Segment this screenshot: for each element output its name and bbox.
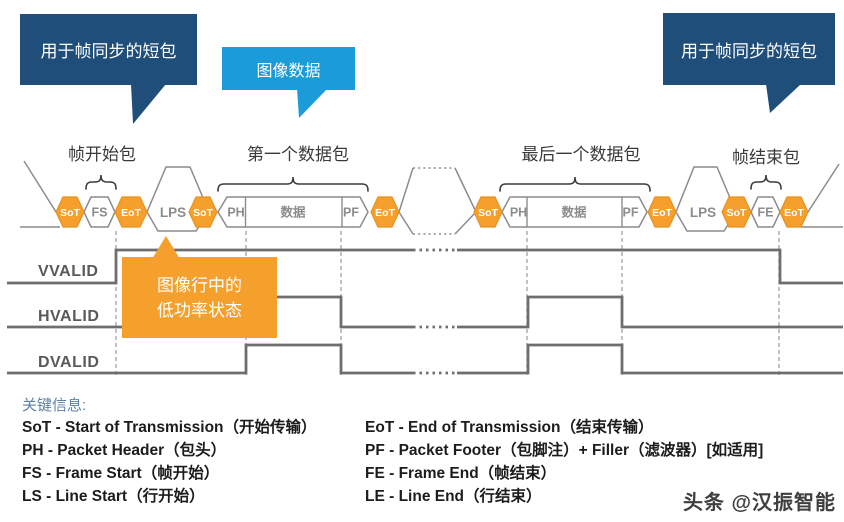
packet2-ph-label: PH (510, 206, 527, 220)
lps-label-1: LPS (160, 205, 186, 220)
vvalid-label: VVALID (38, 263, 98, 280)
bus-gap-ellipsis-shape (398, 167, 477, 235)
data-packet-1-shape (217, 196, 369, 228)
packet2-pf-label: PF (623, 206, 639, 220)
data-packet-2-shape (501, 196, 648, 228)
fs-label: FS (92, 206, 108, 220)
eot-label-3: EoT (652, 207, 672, 219)
legend-le: LE - Line End（行结束） (365, 488, 542, 505)
low-power-line-1: 图像行中的 (157, 275, 242, 295)
legend-eot: EoT - End of Transmission（结束传输） (365, 419, 654, 436)
dvalid-waveform (7, 343, 843, 375)
callout-low-power-state: 图像行中的 低功率状态 (122, 257, 277, 338)
gap-dotted-edges (413, 167, 455, 235)
packet1-data-label: 数据 (279, 205, 306, 220)
sot-shape-4 (721, 196, 752, 228)
brace-last-data (499, 176, 651, 192)
packet1-ph-label: PH (227, 206, 244, 220)
eot-label-1: EoT (121, 207, 141, 219)
callout-image-data-text: 图像数据 (256, 62, 321, 80)
label-first-data-packet: 第一个数据包 (247, 145, 349, 164)
eot-shape-2 (370, 196, 400, 228)
vvalid-waveform (7, 248, 843, 285)
legend-fe: FE - Frame End（帧结束） (365, 465, 557, 482)
data-packet-2: PH 数据 PF (501, 196, 648, 228)
callout-right-frame-sync-text: 用于帧同步的短包 (681, 41, 817, 61)
packet2-data-label: 数据 (560, 205, 587, 220)
bus-entry-exit-lines (20, 160, 843, 228)
label-frame-end-packet: 帧结束包 (732, 148, 800, 167)
hvalid-label: HVALID (38, 308, 99, 325)
sot-label-3: SoT (478, 207, 498, 219)
watermark-toutiao-hanzhen: 头条 @汉振智能 (682, 492, 836, 514)
sot-label-1: SoT (60, 207, 80, 219)
packet1-pf-label: PF (343, 206, 359, 220)
legend-sot: SoT - Start of Transmission（开始传输） (22, 419, 317, 436)
short-packet-shapes (83, 196, 781, 228)
legend-title: 关键信息: (22, 397, 87, 414)
gap-slopes (398, 167, 477, 235)
legend-pf: PF - Packet Footer（包脚注）+ Filler（滤波器）[如适用… (365, 442, 764, 459)
callout-image-data: 图像数据 (222, 47, 355, 90)
eot-label-4: EoT (784, 207, 804, 219)
bus-exit-top-line (807, 163, 840, 213)
legend-ls: LS - Line Start（行开始） (22, 488, 205, 505)
brace-frame-end (750, 174, 782, 190)
callout-left-frame-sync-text: 用于帧同步的短包 (40, 42, 177, 61)
data-packet-2-dividers (526, 197, 623, 227)
legend-ph: PH - Packet Header（包头） (22, 442, 227, 459)
data-packet-1-dividers (244, 197, 343, 227)
brace-first-data (217, 176, 369, 192)
sot-shape-3 (473, 196, 503, 228)
dvalid-label: DVALID (38, 354, 99, 371)
callout-right-frame-sync: 用于帧同步的短包 (663, 13, 835, 85)
low-power-line-2: 低功率状态 (157, 300, 242, 320)
eot-label-2: EoT (375, 207, 395, 219)
eot-shape-1 (114, 196, 148, 228)
legend-fs: FS - Frame Start（帧开始） (22, 465, 220, 482)
eot-shape-4 (779, 196, 809, 228)
data-packet-1: PH 数据 PF (217, 196, 369, 228)
sot-shape-1 (55, 196, 85, 228)
label-last-data-packet: 最后一个数据包 (522, 145, 641, 164)
sot-eot-shapes (55, 196, 809, 228)
lps-label-2: LPS (690, 205, 716, 220)
bus-entry-top-line (23, 160, 57, 213)
sot-label-4: SoT (727, 207, 747, 219)
fe-label: FE (758, 206, 774, 220)
eot-shape-3 (647, 196, 677, 228)
sot-label-2: SoT (193, 207, 213, 219)
brace-frame-start (85, 174, 117, 190)
callout-left-frame-sync: 用于帧同步的短包 (20, 14, 197, 85)
group-braces (85, 174, 782, 192)
sot-shape-2 (188, 196, 218, 228)
label-frame-start-packet: 帧开始包 (68, 145, 136, 164)
callout-low-power-state-text: 图像行中的 低功率状态 (157, 273, 242, 323)
